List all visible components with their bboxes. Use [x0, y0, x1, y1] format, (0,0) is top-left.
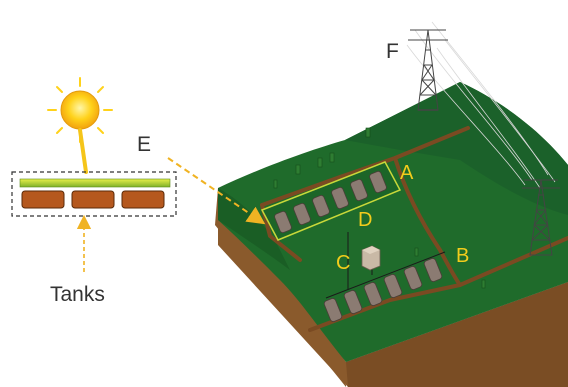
area-d-outline — [260, 161, 402, 241]
inset-frame — [11, 171, 177, 217]
tank-row-upper — [274, 170, 387, 234]
grass-slope-shade — [218, 188, 290, 270]
inset-tank — [121, 190, 165, 209]
road-upper-main — [260, 126, 470, 207]
tree-icon — [481, 279, 486, 289]
tank — [383, 274, 403, 298]
collector-layer — [19, 178, 171, 188]
tree-icon — [365, 127, 371, 138]
inset-tank — [71, 190, 115, 209]
trees — [273, 127, 486, 289]
transmission-tower-icon — [408, 29, 448, 111]
transmission-tower-icon — [522, 179, 560, 256]
tank — [343, 290, 363, 314]
label-b: B — [456, 245, 469, 267]
control-building — [347, 232, 381, 290]
tank — [293, 202, 311, 226]
sun-icon — [47, 77, 113, 143]
tank — [363, 282, 383, 306]
grass-upper-terrace — [345, 82, 568, 215]
tank — [403, 266, 423, 290]
tank-row-lower — [323, 251, 446, 322]
tank — [331, 186, 349, 210]
terrain-block — [215, 82, 568, 387]
tank — [274, 210, 292, 234]
label-d: D — [358, 209, 372, 231]
area-d — [260, 161, 402, 241]
tank — [350, 178, 368, 202]
tank — [323, 298, 343, 322]
label-tanks: Tanks — [50, 283, 105, 306]
tank-cross-section-inset — [11, 171, 177, 217]
road-vertical-ab — [393, 156, 462, 287]
tree-icon — [329, 152, 335, 163]
tree-icon — [317, 157, 323, 168]
tree-icon — [295, 164, 301, 175]
tank — [312, 194, 330, 218]
tree-icon — [414, 247, 419, 257]
tree-icon — [273, 179, 278, 189]
road-lower — [308, 236, 568, 332]
label-f: F — [386, 40, 399, 63]
sun-beam-arrow — [78, 128, 88, 174]
e-arrow — [167, 157, 266, 225]
inset-tank — [21, 190, 65, 209]
tank — [423, 258, 443, 282]
label-c: C — [336, 252, 350, 274]
tank — [369, 170, 387, 194]
label-e: E — [137, 133, 151, 156]
label-a: A — [400, 162, 414, 184]
soil-face-front-shade — [346, 282, 568, 387]
